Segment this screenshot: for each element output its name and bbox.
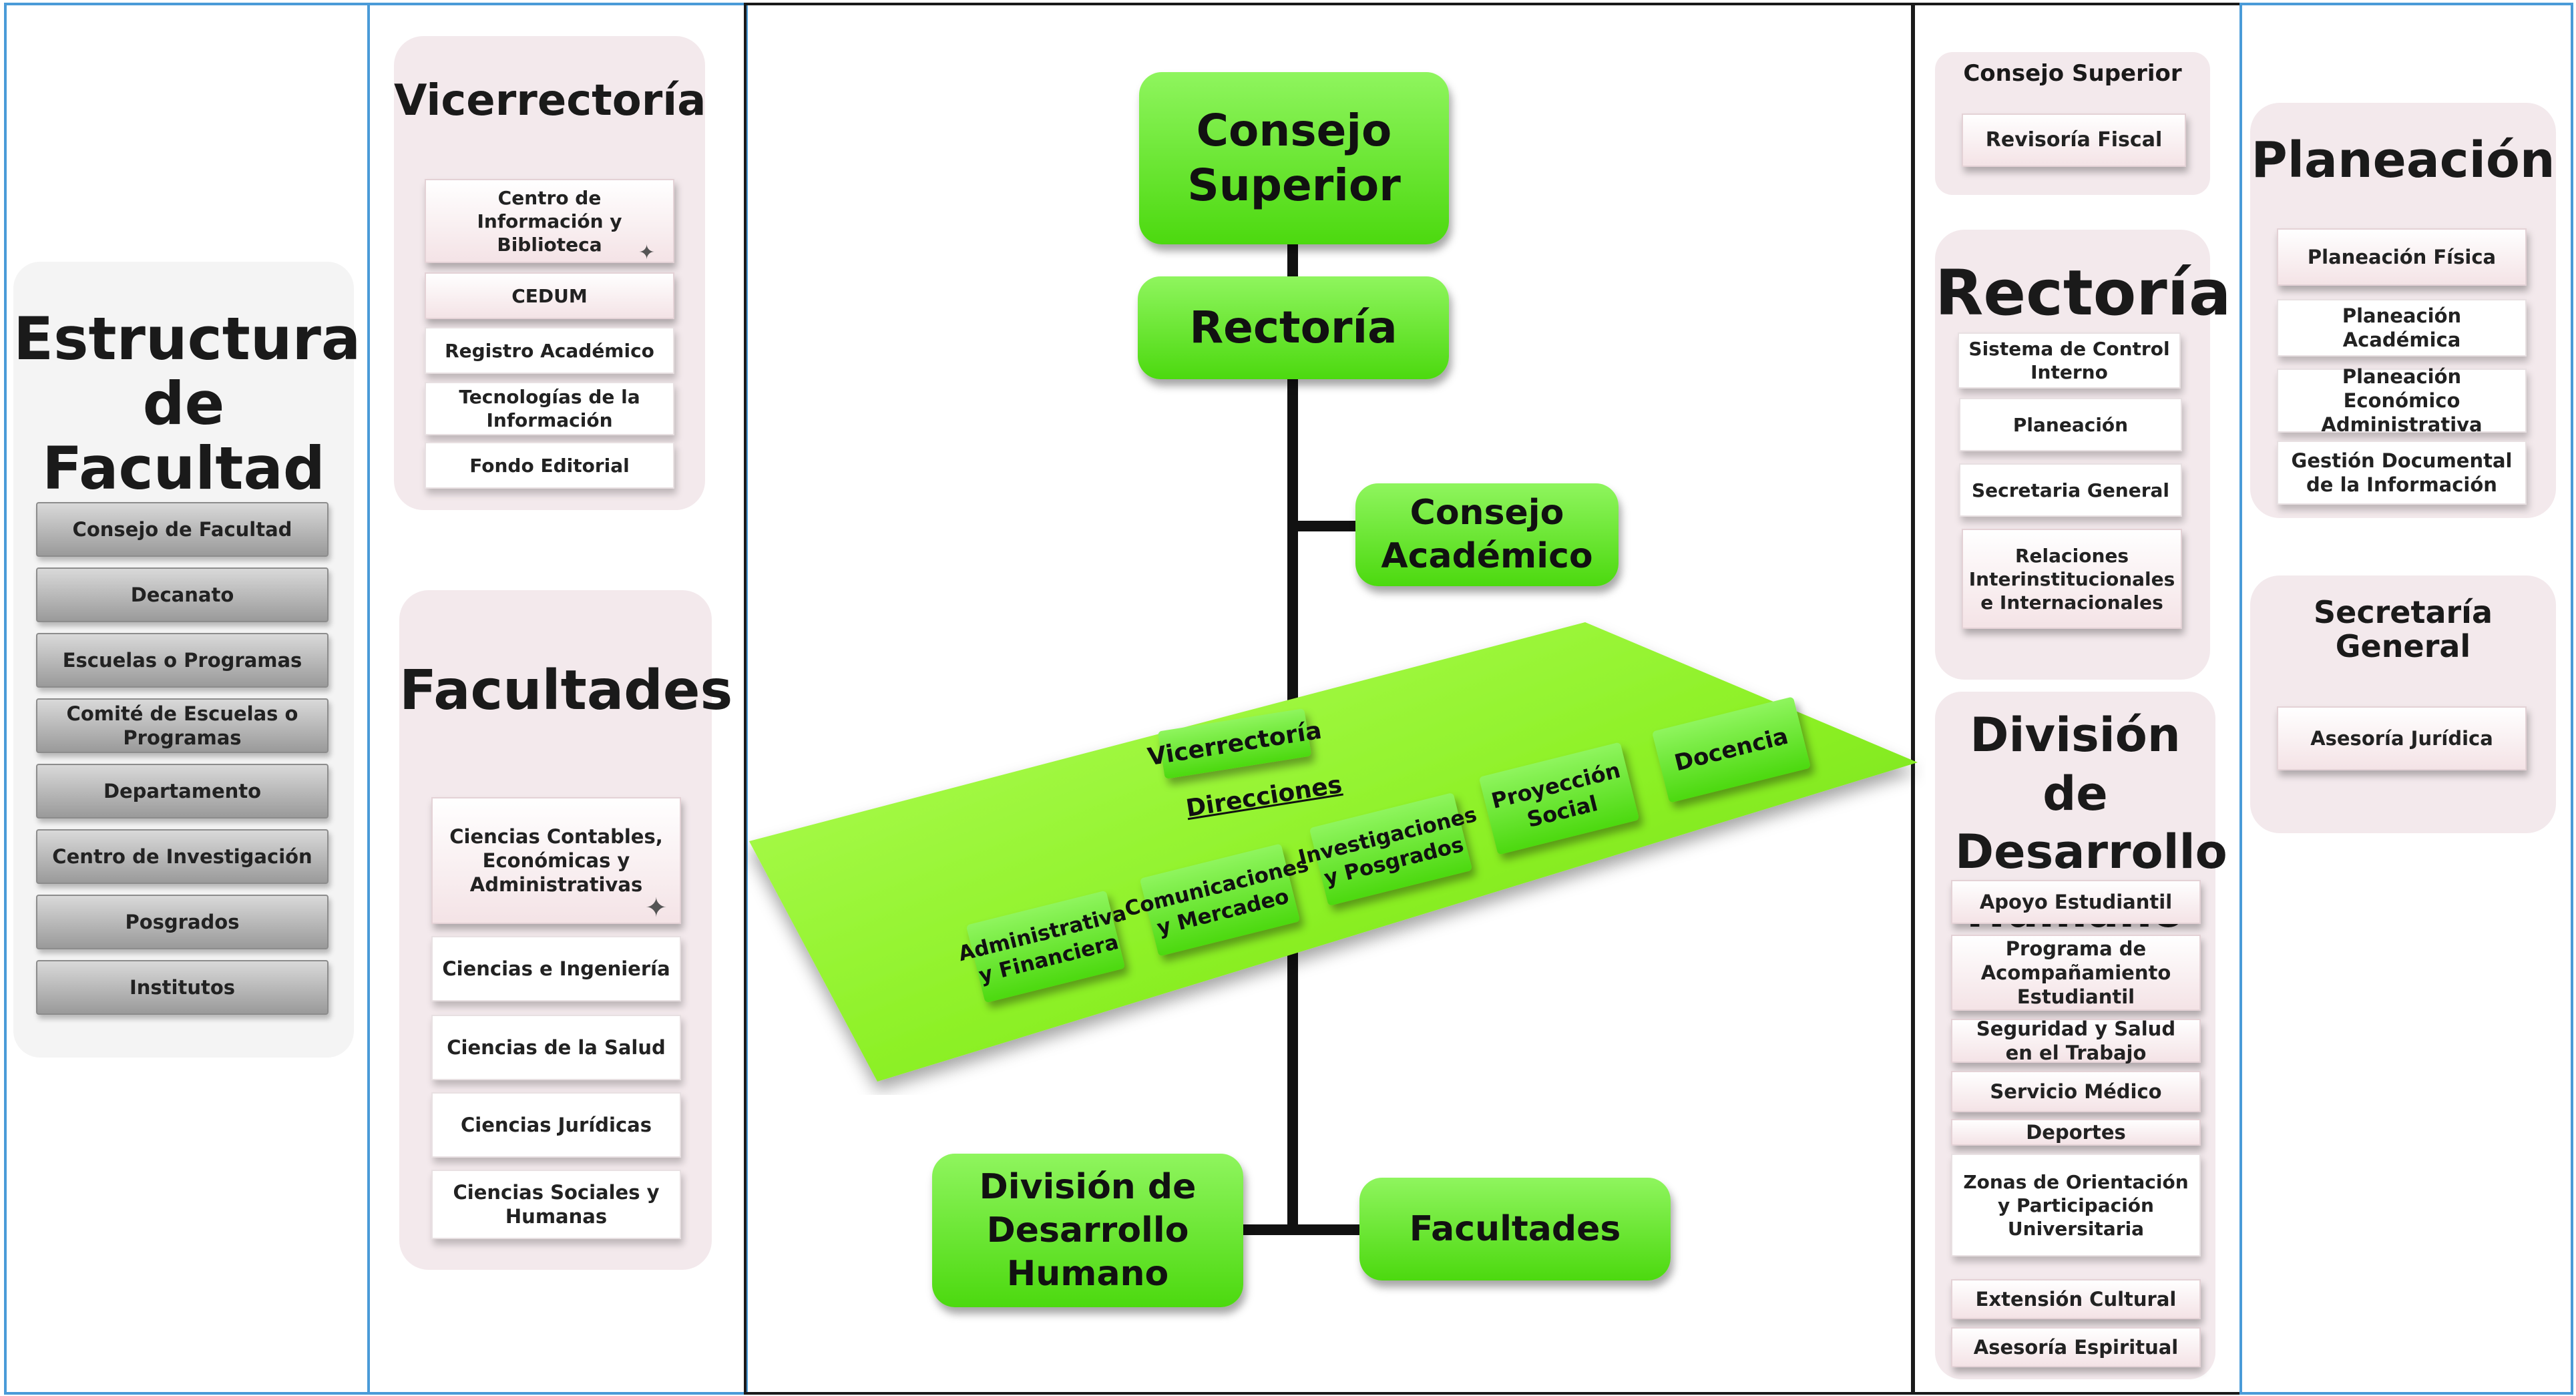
- consejo-superior-panel-title: Consejo Superior: [1963, 60, 2182, 87]
- rectoria-item: Planeación: [1959, 398, 2182, 451]
- facultades-item: Ciencias Contables, Económicas y Adminis…: [431, 797, 681, 924]
- estructura-item: Decanato: [36, 567, 329, 622]
- facultades-title: Facultades: [399, 659, 733, 722]
- estructura-title-line2: de Facultad: [42, 369, 325, 503]
- estructura-item: Departamento: [36, 764, 329, 819]
- estructura-title: Estructura de Facultad: [13, 304, 361, 503]
- rectoria-item: Secretaria General: [1959, 463, 2182, 517]
- estructura-title-line1: Estructura: [13, 304, 361, 373]
- connector-line: [1293, 521, 1359, 531]
- division-item: Zonas de Orientación y Participación Uni…: [1951, 1154, 2201, 1256]
- facultades-item: Ciencias e Ingeniería: [431, 936, 681, 1001]
- consejo-superior-item: Revisoría Fiscal: [1962, 113, 2186, 167]
- sparkle-icon: ✦: [638, 241, 656, 264]
- planeacion-item: Gestión Documental de la Información: [2277, 441, 2527, 505]
- column-org-chart: [744, 3, 1915, 1395]
- facultades-panel: Facultades: [399, 590, 733, 1270]
- planeacion-item: Planeación Académica: [2277, 299, 2527, 357]
- facultades-item: Ciencias Sociales y Humanas: [431, 1170, 681, 1239]
- facultades-item: Ciencias Jurídicas: [431, 1092, 681, 1158]
- planeacion-title: Planeación: [2251, 132, 2555, 189]
- vicerrectoria-item: Fondo Editorial: [425, 442, 674, 489]
- column-planeacion: [2239, 3, 2573, 1395]
- facultades-box: Facultades: [1359, 1178, 1671, 1281]
- sparkle-icon: ✦: [645, 893, 668, 923]
- vicerrectoria-item: CEDUM: [425, 272, 674, 319]
- vicerrectoria-item: Registro Académico: [425, 327, 674, 374]
- rectoria-item: Relaciones Interinstitucionales e Intern…: [1962, 529, 2182, 629]
- secretaria-item: Asesoría Jurídica: [2277, 706, 2527, 770]
- secretaria-panel: Secretaría General: [2250, 575, 2556, 833]
- connector-line: [1242, 1224, 1362, 1235]
- rectoria-item: Sistema de Control Interno: [1958, 332, 2181, 389]
- rectoria-panel-title: Rectoría: [1935, 257, 2231, 330]
- division-item: Programa de Acompañamiento Estudiantil: [1951, 935, 2201, 1011]
- estructura-item: Posgrados: [36, 895, 329, 949]
- division-item: Seguridad y Salud en el Trabajo: [1951, 1017, 2201, 1064]
- estructura-item: Escuelas o Programas: [36, 633, 329, 688]
- vicerrectoria-item: Tecnologías de la Información: [425, 382, 674, 435]
- column-vicerrectoria-facultades: [367, 3, 748, 1395]
- division-item: Apoyo Estudiantil: [1951, 880, 2201, 924]
- consejo-academico-box: Consejo Académico: [1355, 483, 1619, 586]
- estructura-item: Consejo de Facultad: [36, 502, 329, 557]
- planeacion-item: Planeación Económico Administrativa: [2277, 365, 2527, 436]
- estructura-item: Comité de Escuelas o Programas: [36, 698, 329, 753]
- division-item: Servicio Médico: [1951, 1071, 2201, 1112]
- planeacion-item: Planeación Física: [2277, 228, 2527, 286]
- facultades-item: Ciencias de la Salud: [431, 1015, 681, 1080]
- estructura-item: Centro de Investigación: [36, 829, 329, 884]
- vicerrectoria-title: Vicerrectoría: [394, 76, 706, 126]
- division-item: Extensión Cultural: [1951, 1279, 2201, 1319]
- vicerrectoria-item: Centro de Información y Biblioteca: [425, 179, 674, 263]
- consejo-superior-box: Consejo Superior: [1139, 72, 1449, 244]
- estructura-item: Institutos: [36, 960, 329, 1015]
- secretaria-title: Secretaría General: [2313, 594, 2493, 664]
- rectoria-box: Rectoría: [1138, 276, 1449, 379]
- division-item: Deportes: [1951, 1119, 2201, 1146]
- division-box: División de Desarrollo Humano: [932, 1154, 1243, 1307]
- division-item: Asesoría Espiritual: [1951, 1327, 2201, 1367]
